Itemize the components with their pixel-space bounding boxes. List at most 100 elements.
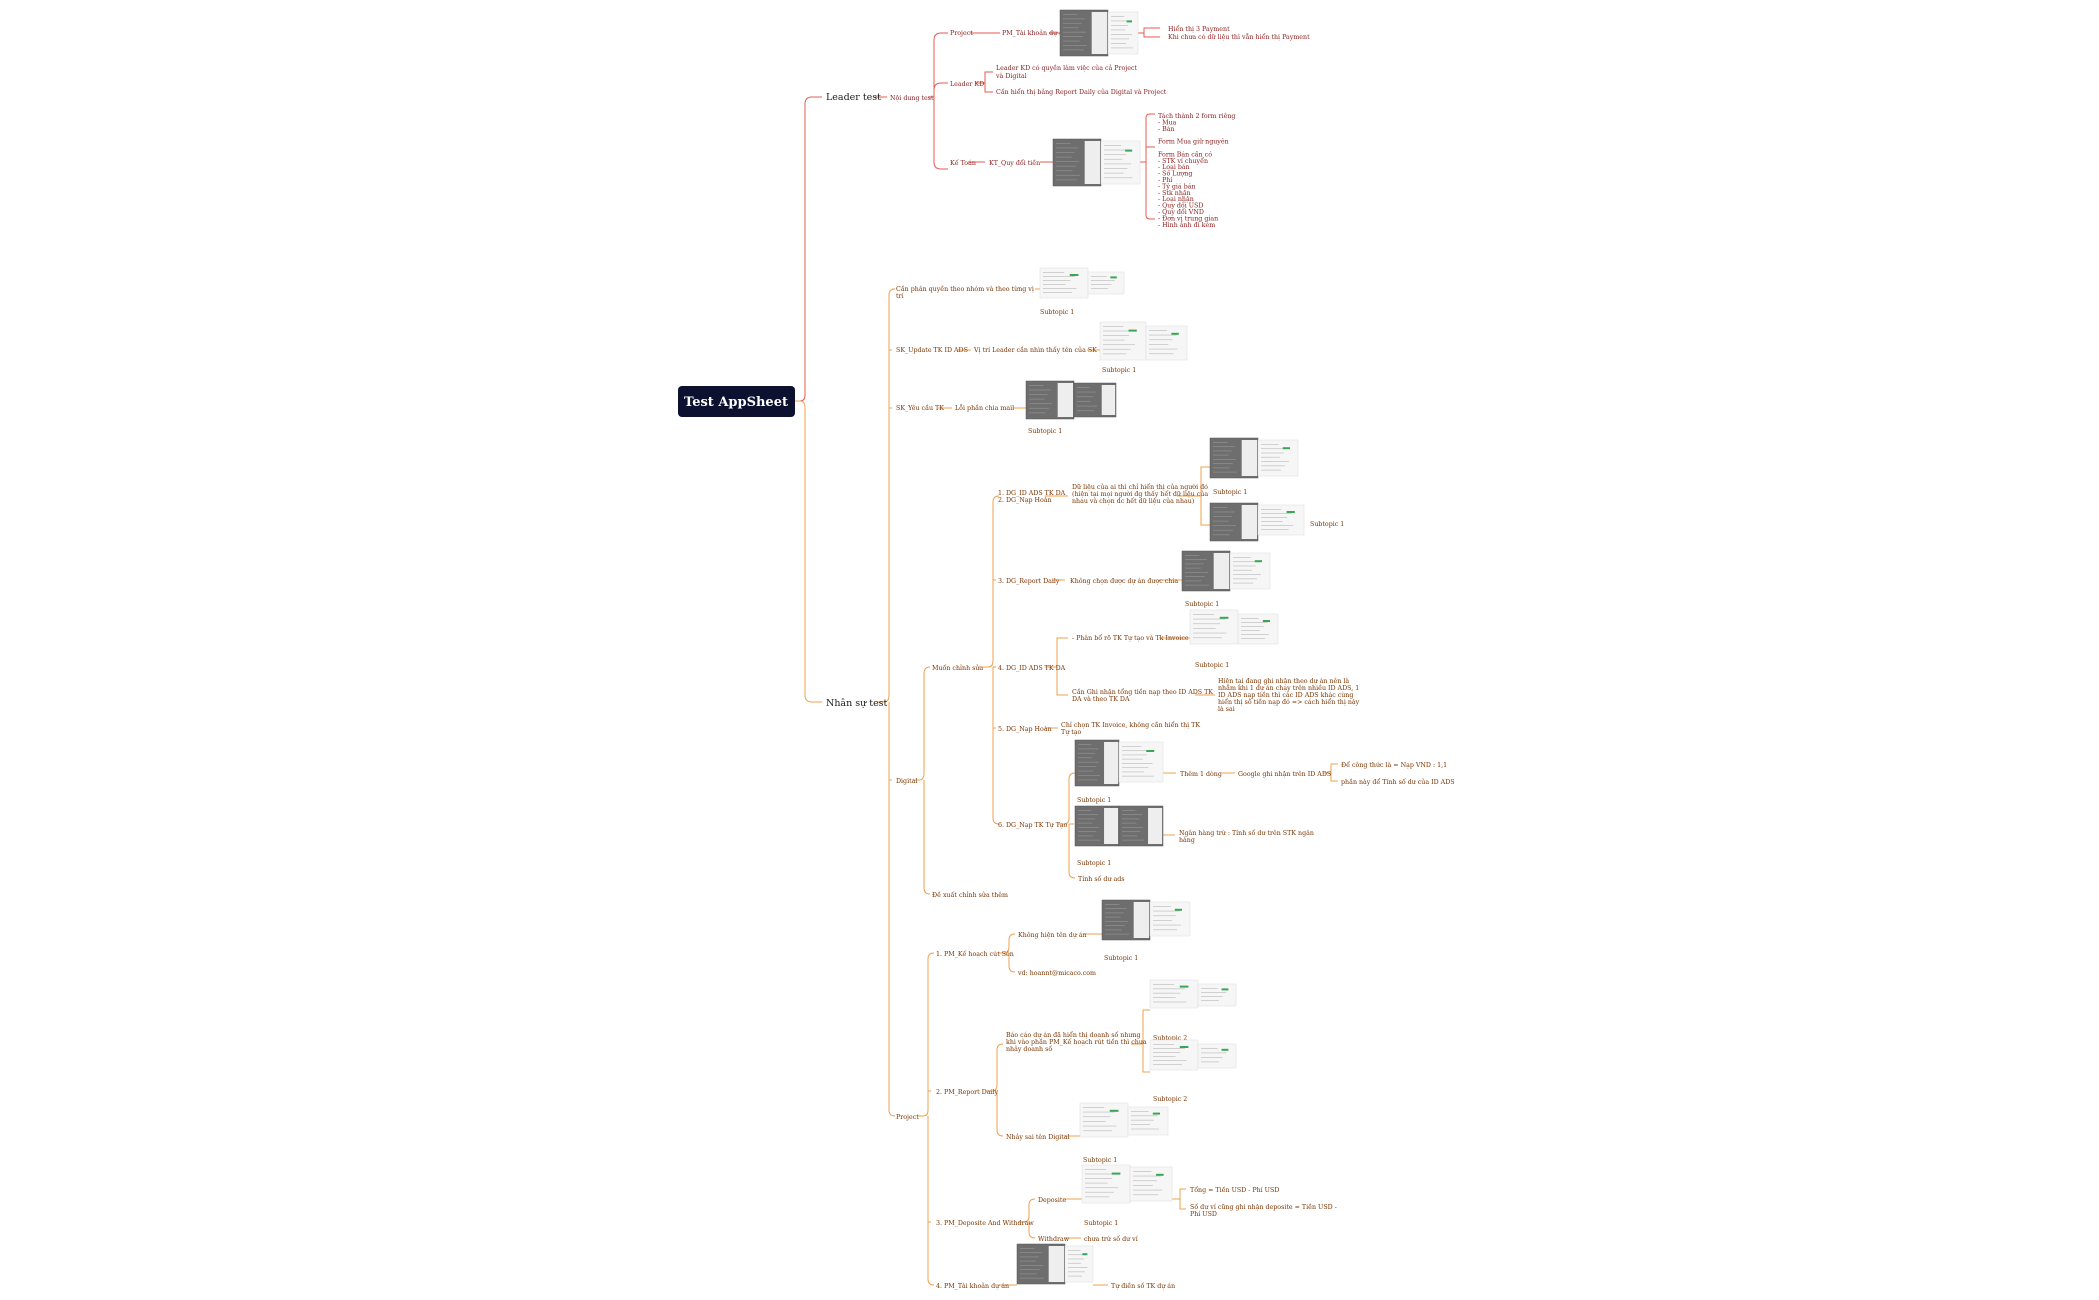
screenshot-button [1111,1172,1121,1175]
screenshot-button [1219,616,1229,619]
ke-toan-label[interactable]: Kế Toán [950,160,976,167]
dg1-label-a[interactable]: 1. DG_ID ADS TK DA [998,490,1066,497]
sk-update-label[interactable]: SK_Update TK ID ADS [896,347,968,354]
screenshot-frame [1087,271,1125,295]
kt-note-line: - Quy đổi VND [1158,209,1204,216]
nhansu-project-label[interactable]: Project [896,1114,919,1121]
kt-quy-doi-label[interactable]: KT_Quy đổi tiền [989,159,1040,167]
withdraw-label[interactable]: Withdraw [1038,1236,1070,1243]
screenshot-line [1213,446,1235,448]
phan-quyen-label-b[interactable]: trí [896,293,905,300]
dg5-label[interactable]: 5. DG_Nạp Hoàn [998,726,1052,733]
dg6-label[interactable]: 6. DG_Nạp TK Tự Tạo [998,822,1068,829]
screenshot-line [1078,822,1093,824]
screenshot-line [1078,748,1099,750]
screenshot-line [1153,992,1181,994]
screenshot-frame [1257,504,1305,536]
screenshot-frame [1107,11,1139,55]
screenshot-frame [1237,613,1279,645]
dg4-note-2a: Cần Ghi nhận tổng tiền nạp theo ID ADS T… [1072,688,1213,696]
edge-kt-notes [1140,113,1155,220]
phan-quyen-label-a[interactable]: Cần phân quyền theo nhóm và theo từng vị [896,285,1034,293]
edge-root-nhansu [793,400,822,703]
screenshot-button [1109,1109,1119,1112]
subtopic-caption: Subtopic 2 [1153,1096,1187,1103]
screenshot-line [1153,1001,1187,1003]
dg3-label[interactable]: 3. DG_Report Daily [998,578,1060,585]
screenshot-line [1083,1125,1117,1127]
screenshot-line [1083,1121,1106,1122]
muon-chinh-sua-label[interactable]: Muốn chỉnh sửa [932,665,983,672]
screenshot-frame [1129,1166,1173,1202]
screenshot-line [1068,1262,1082,1264]
root-node[interactable]: Test AppSheet [678,386,795,417]
screenshot-button [1146,750,1155,752]
screenshot-image [1149,979,1199,1009]
dg4-note-2b: DA và theo TK DA [1072,696,1130,703]
screenshot-line [1105,929,1122,931]
screenshot-line [1043,284,1066,285]
pm2-label[interactable]: 2. PM_Report Daily [936,1089,999,1096]
dg4-label[interactable]: 4. DG_ID ADS TK DA [998,665,1066,672]
screenshot-line [1063,49,1084,51]
screenshot-button [1069,274,1079,276]
sk-yeu-cau-note: Lỗi phần chia mail [955,404,1014,412]
screenshot-line [1111,20,1131,22]
subtopic-caption: Subtopic 2 [1153,1035,1187,1042]
kt-note-line: - Tỷ giá bán [1158,183,1196,190]
noi-dung-test-label[interactable]: Nội dung test [890,95,934,102]
screenshot-line [1153,988,1185,990]
screenshot-button [1110,276,1117,279]
leader-project-label[interactable]: Project [950,30,973,37]
screenshot-line [1149,348,1178,350]
nhan-su-test-label[interactable]: Nhân sự test [826,698,888,709]
screenshot-image [1257,439,1299,477]
screenshot-image [1081,1164,1131,1204]
screenshot-line [1133,1175,1161,1177]
de-xuat-label[interactable]: Đề xuất chỉnh sửa thêm [932,891,1008,899]
pm1-label[interactable]: 1. PM_Kế hoạch cút Sên [936,951,1014,958]
screenshot-line [1063,45,1088,46]
screenshot-image [1118,741,1164,783]
screenshot-line [1153,1060,1187,1061]
screenshot-line [1056,165,1076,167]
screenshot-line [1063,31,1086,33]
screenshot-line [1201,1057,1223,1058]
pm-tai-khoan-label[interactable]: PM_Tài khoản dự án [1002,30,1067,37]
screenshot-frame [1100,140,1141,185]
screenshot-line [1077,401,1091,402]
screenshot-line [1068,1254,1087,1256]
screenshot-button [1179,985,1189,988]
screenshot-line [1153,1048,1185,1049]
edge-kd-notes [975,71,993,93]
screenshot-line [1103,344,1136,346]
screenshot-line [1085,1187,1119,1189]
kt-note-line: - Loại bán [1158,164,1190,171]
deposite-note-2b: Phí USD [1190,1211,1217,1218]
screenshot-line [1078,761,1100,763]
screenshot-line [1091,288,1108,289]
leader-test-label[interactable]: Leader test [826,92,881,103]
subtopic-caption: Subtopic 1 [1102,367,1136,374]
digital-label[interactable]: Digital [896,778,917,785]
screenshot-image [1149,1039,1199,1071]
dg1-label-b[interactable]: 2. DG_Nạp Hoàn [998,497,1052,504]
kt-note-line: - Hình ảnh đi kèm [1158,222,1215,229]
screenshot-line [1131,1124,1150,1125]
sk-yeu-cau-label[interactable]: SK_Yêu cầu TK [896,404,944,412]
leader-kd-label[interactable]: Leader KD [950,81,984,88]
deposite-label[interactable]: Deposite [1038,1197,1066,1204]
deposite-note-2a: Số dư ví cũng ghi nhận deposite = Tiền U… [1190,1203,1337,1211]
pm3-label[interactable]: 3. PM_Deposite And Withdraw [936,1220,1034,1227]
pm4-label[interactable]: 4. PM_Tài khoản dự án [936,1283,1009,1290]
screenshot-line [1078,770,1094,772]
screenshot-image [1101,899,1151,941]
screenshot-line [1201,988,1218,989]
screenshot-line [1153,915,1176,917]
screenshot-line [1104,168,1128,169]
screenshot-frame [1189,609,1239,645]
screenshot-line [1233,574,1261,575]
dg5-note-2: Tự tạo [1061,729,1082,736]
edge-nhansu-level1 [878,288,896,1117]
